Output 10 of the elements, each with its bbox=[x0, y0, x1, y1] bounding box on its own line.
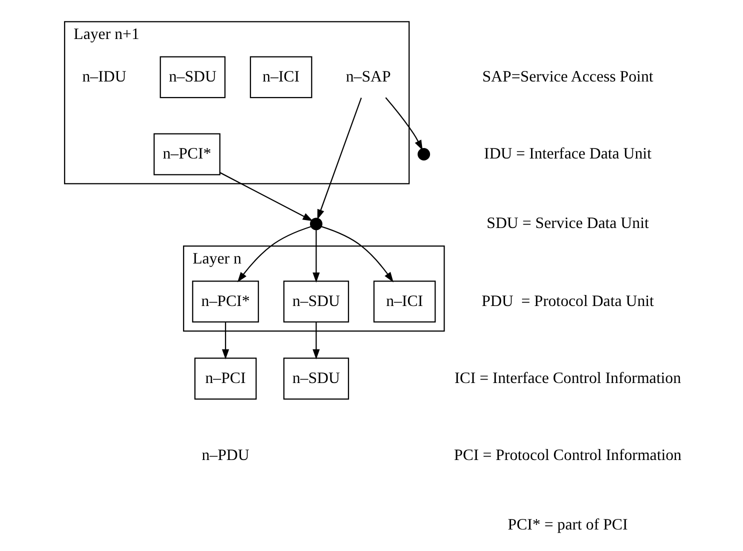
label: SAP=Service Access Point bbox=[482, 68, 653, 86]
label: PDU = Protocol Data Unit bbox=[481, 292, 654, 310]
label: PCI* = part of PCI bbox=[507, 516, 628, 534]
label: n–PDU bbox=[201, 446, 249, 464]
label: IDU = Interface Data Unit bbox=[484, 145, 652, 162]
label: PCI = Protocol Control Information bbox=[454, 446, 681, 464]
node-text: n–SAP bbox=[345, 68, 390, 86]
label: ICI = Interface Control Information bbox=[454, 370, 681, 387]
label: SDU = Service Data Unit bbox=[486, 215, 648, 232]
label: n–IDU bbox=[82, 68, 126, 86]
